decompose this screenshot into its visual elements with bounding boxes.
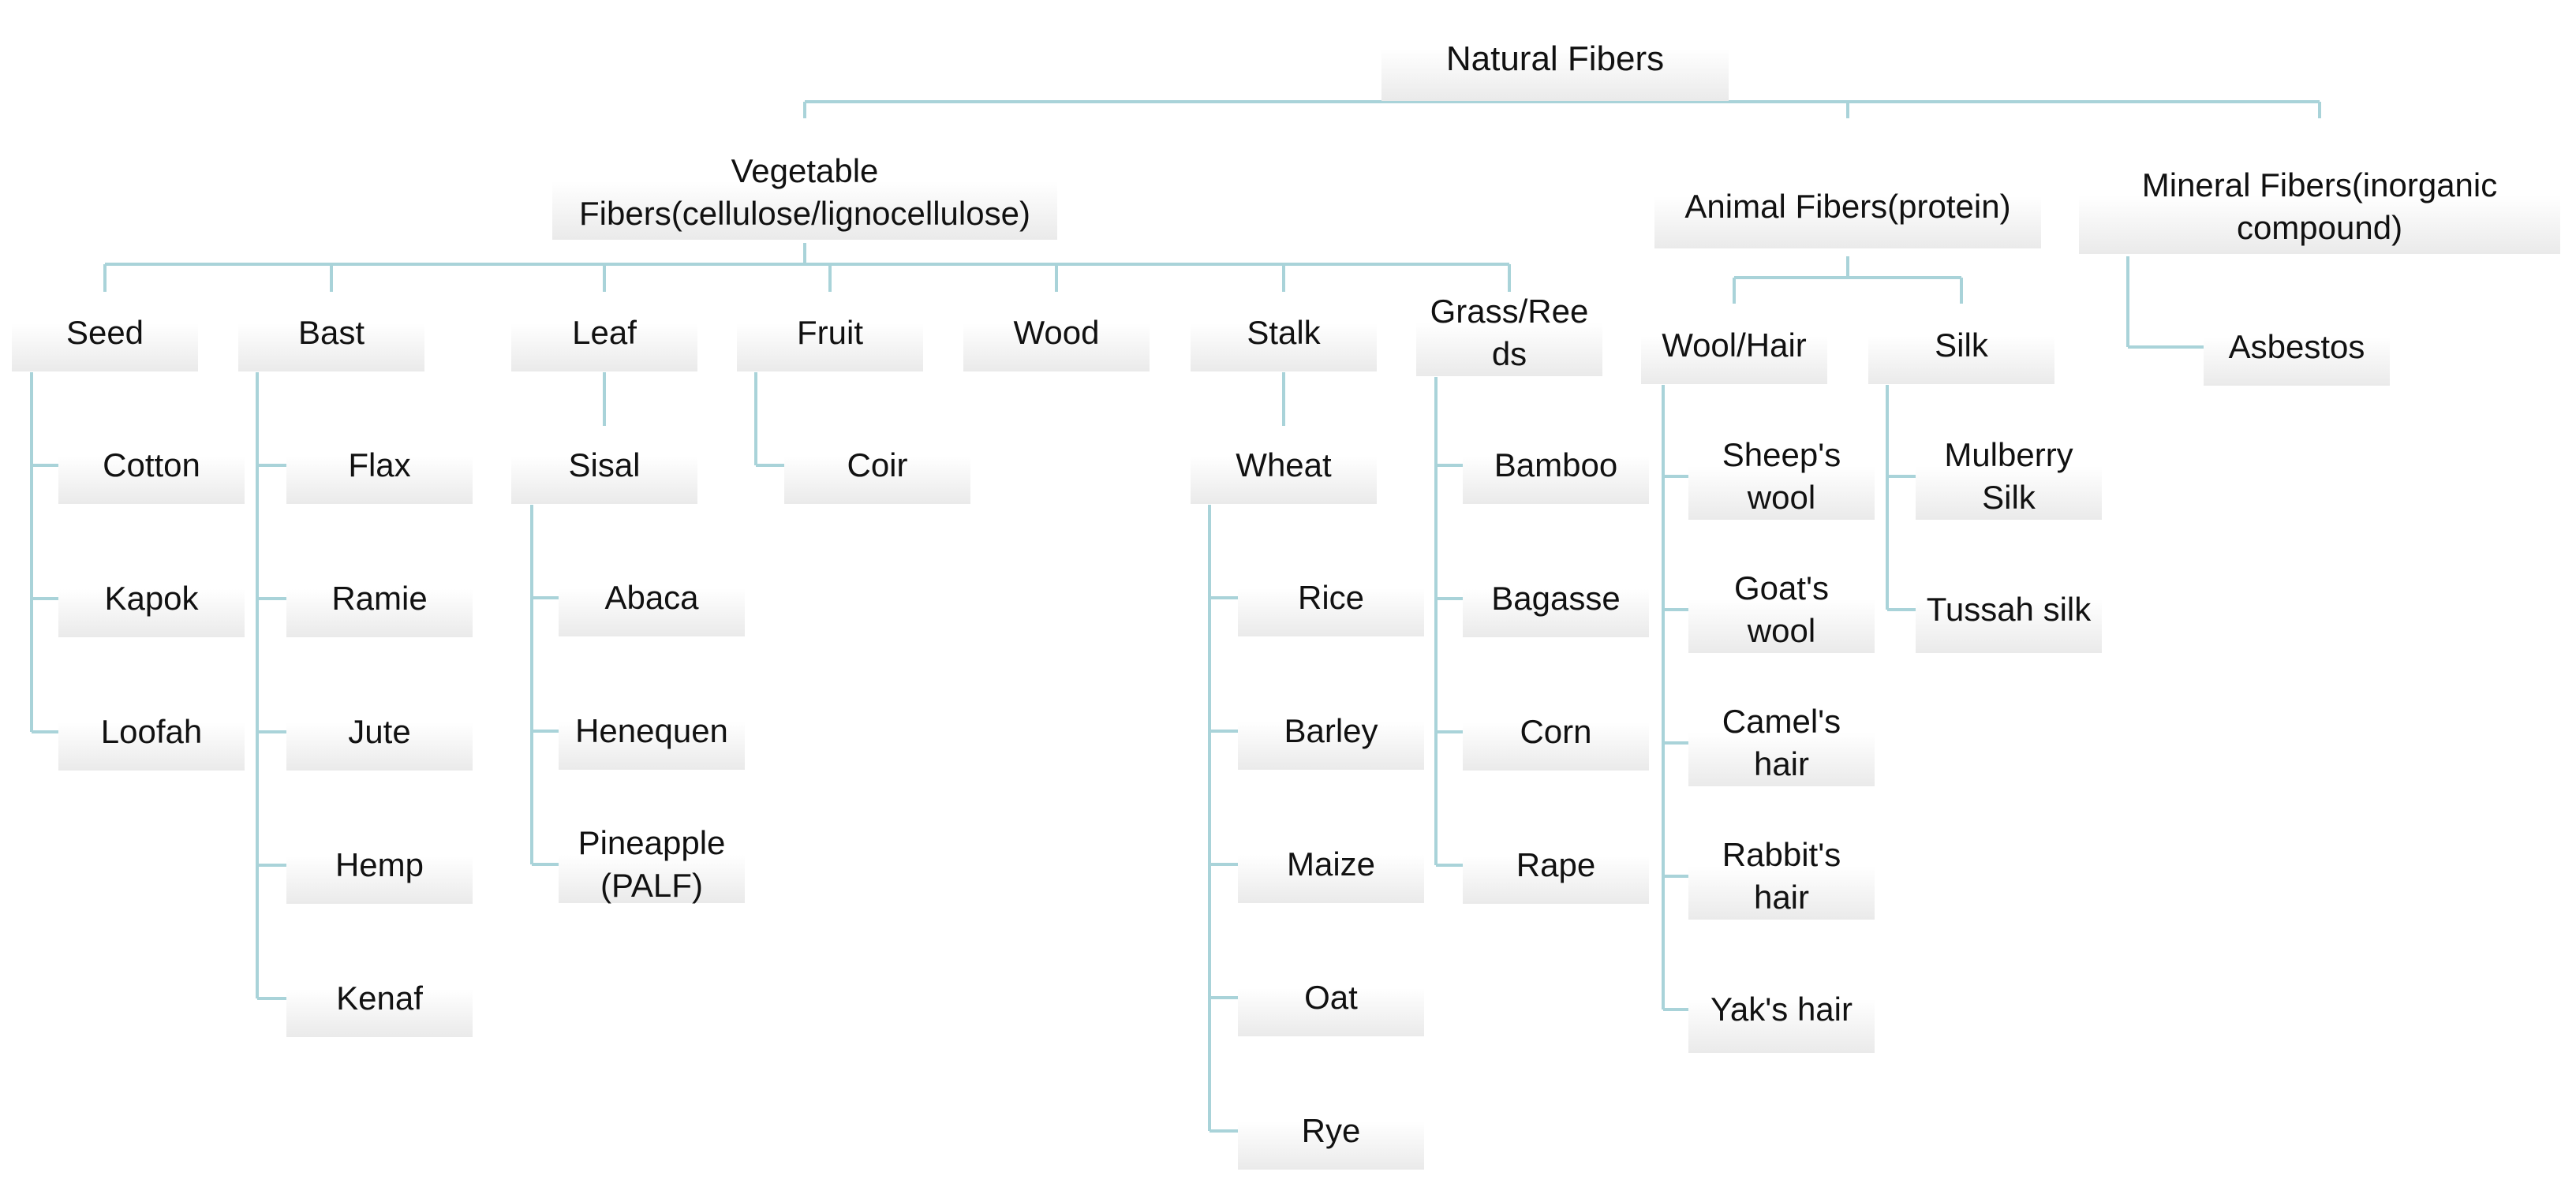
node-seed-item-loofah-label: Loofah [100,713,203,750]
node-group-wool-label: Wool/Hair [1662,327,1807,364]
node-group-fruit: Fruit [737,294,923,371]
node-bast-item-kenaf-label: Kenaf [336,980,423,1017]
node-wool-item-camel-s-hair: Camel's hair [1688,700,1875,786]
node-group-grass-label: Grass/Ree ds [1430,293,1589,372]
node-asbestos-label: Asbestos [2228,328,2365,365]
node-group-bast-label: Bast [297,314,365,351]
node-stalk-item-rice: Rice [1238,559,1424,636]
node-group-leaf-label: Leaf [572,314,637,351]
node-leaf-item-pineapple-palf-label: Pineapple (PALF) [578,824,726,904]
node-mineral-label: Mineral Fibers(inorganic compound) [2141,166,2498,246]
node-wool-item-camel-s-hair-label: Camel's hair [1722,703,1841,782]
node-seed-item-loofah: Loofah [58,693,245,771]
node-grass-item-corn: Corn [1463,693,1649,771]
node-stalk-item-oat-label: Oat [1304,979,1358,1016]
node-wool-item-goat-s-wool: Goat's wool [1688,566,1875,653]
node-bast-item-flax-label: Flax [348,446,411,483]
node-group-stalk: Stalk [1191,294,1377,371]
node-group-silk: Silk [1868,307,2054,384]
node-fruit-item-coir: Coir [784,427,970,504]
node-wool-item-rabbit-s-hair-label: Rabbit's hair [1722,836,1841,916]
node-group-seed-label: Seed [65,314,144,351]
node-leaf-item-abaca-label: Abaca [604,579,699,616]
node-stalk-item-barley-label: Barley [1284,712,1378,749]
node-grass-item-corn-label: Corn [1520,713,1592,750]
node-asbestos: Asbestos [2204,308,2390,386]
node-vegetable: Vegetable Fibers(cellulose/lignocellulos… [552,145,1057,240]
node-group-grass: Grass/Ree ds [1416,289,1602,376]
node-group-fruit-label: Fruit [797,314,863,351]
node-bast-item-ramie: Ramie [286,560,473,637]
node-grass-item-bagasse: Bagasse [1463,560,1649,637]
node-seed-item-kapok-label: Kapok [104,580,199,617]
node-fruit-item-coir-label: Coir [847,446,908,483]
node-wool-item-rabbit-s-hair: Rabbit's hair [1688,833,1875,920]
node-group-wood-label: Wood [1013,314,1100,351]
node-leaf-item-pineapple-palf: Pineapple (PALF) [559,824,745,904]
node-wool-item-yak-s-hair-label: Yak's hair [1710,991,1853,1028]
node-leaf-item-henequen: Henequen [559,692,745,770]
node-bast-item-flax: Flax [286,427,473,504]
node-bast-item-ramie-label: Ramie [331,580,428,617]
node-bast-item-hemp-label: Hemp [335,846,424,883]
node-wheat: Wheat [1191,427,1377,504]
node-stalk-item-rye-label: Rye [1301,1112,1361,1149]
node-group-leaf: Leaf [511,294,697,371]
node-silk-item-tussah-silk: Tussah silk [1916,566,2102,653]
node-leaf-item-henequen-label: Henequen [575,712,728,749]
node-group-stalk-label: Stalk [1247,314,1321,351]
node-wool-item-goat-s-wool-label: Goat's wool [1733,569,1830,649]
node-grass-item-bagasse-label: Bagasse [1491,580,1621,617]
node-animal: Animal Fibers(protein) [1654,165,2041,248]
node-leaf-item-abaca: Abaca [559,559,745,636]
node-grass-item-bamboo-label: Bamboo [1494,446,1618,483]
node-mineral: Mineral Fibers(inorganic compound) [2079,159,2560,254]
node-group-wool: Wool/Hair [1641,307,1827,384]
node-wool-item-yak-s-hair: Yak's hair [1688,966,1875,1053]
node-silk-item-mulberry-silk-label: Mulberry Silk [1944,436,2073,516]
node-silk-item-mulberry-silk: Mulberry Silk [1916,433,2102,520]
node-bast-item-hemp: Hemp [286,827,473,904]
node-animal-label: Animal Fibers(protein) [1684,188,2011,225]
node-stalk-item-barley: Barley [1238,692,1424,770]
node-stalk-item-maize-label: Maize [1286,845,1376,883]
node-group-silk-label: Silk [1935,327,1988,364]
node-sisal: Sisal [511,427,697,504]
node-natural-fibers-label: Natural Fibers [1445,39,1665,78]
node-group-seed: Seed [12,294,198,371]
node-seed-item-cotton: Cotton [58,427,245,504]
node-stalk-item-rye: Rye [1238,1092,1424,1170]
node-stalk-item-maize: Maize [1238,826,1424,903]
node-seed-item-cotton-label: Cotton [103,446,200,483]
node-natural-fibers: Natural Fibers [1381,17,1729,101]
node-grass-item-rape: Rape [1463,827,1649,904]
node-wheat-label: Wheat [1236,446,1332,483]
node-vegetable-label: Vegetable Fibers(cellulose/lignocellulos… [579,152,1030,232]
node-group-bast: Bast [238,294,424,371]
node-silk-item-tussah-silk-label: Tussah silk [1926,591,2092,628]
node-grass-item-rape-label: Rape [1516,846,1596,883]
node-wool-item-sheep-s-wool-label: Sheep's wool [1722,436,1841,516]
node-group-wood: Wood [963,294,1150,371]
node-bast-item-jute-label: Jute [348,713,411,750]
node-seed-item-kapok: Kapok [58,560,245,637]
node-wool-item-sheep-s-wool: Sheep's wool [1688,433,1875,520]
node-grass-item-bamboo: Bamboo [1463,427,1649,504]
node-stalk-item-oat: Oat [1238,959,1424,1036]
node-stalk-item-rice-label: Rice [1297,579,1365,616]
node-bast-item-jute: Jute [286,693,473,771]
node-sisal-label: Sisal [568,446,641,483]
node-bast-item-kenaf: Kenaf [286,960,473,1037]
